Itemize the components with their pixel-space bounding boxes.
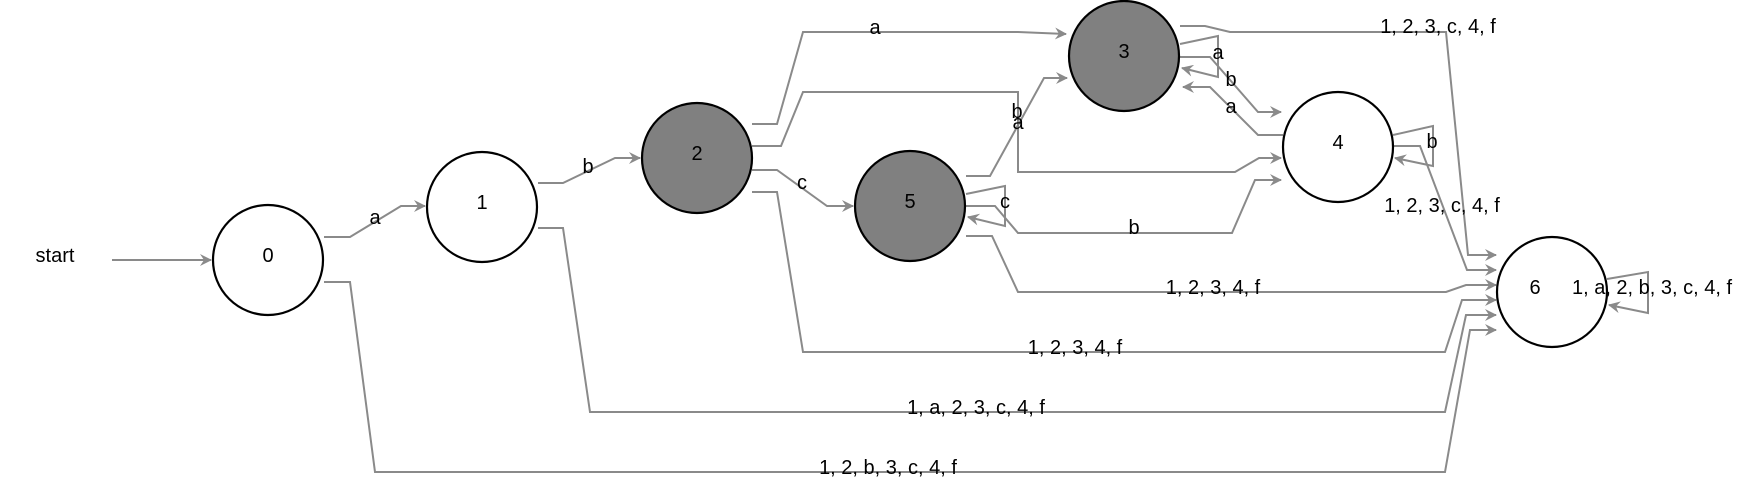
transition-2-to-3 (752, 27, 1067, 125)
state-5[interactable]: 5 (853, 149, 967, 263)
transition-label-3-to-6: 1, 2, 3, c, 4, f (1380, 16, 1496, 38)
state-label: 2 (691, 143, 702, 165)
transition-label-2-to-5: c (797, 172, 807, 194)
transition-label-0-to-6: 1, 2, b, 3, c, 4, f (819, 457, 957, 479)
transition-3-to-6 (1180, 25, 1497, 261)
transition-3-to-3 (1179, 34, 1219, 79)
transition-0-to-1 (324, 200, 426, 238)
state-circle[interactable] (211, 203, 325, 317)
transition-1-to-6 (538, 227, 1497, 413)
state-label: 3 (1118, 41, 1129, 63)
state-circle[interactable] (425, 150, 539, 264)
state-4[interactable]: 4 (1281, 90, 1395, 204)
accepting-state-circle[interactable] (1067, 0, 1181, 113)
transition-label-5-to-4: b (1128, 217, 1139, 239)
state-label: 1 (476, 192, 487, 214)
transition-3-to-4 (1180, 56, 1282, 118)
transition-4-to-6 (1393, 145, 1497, 276)
state-6[interactable]: 6 (1495, 235, 1609, 349)
transition-5-to-4 (966, 174, 1282, 234)
transition-5-to-5 (965, 184, 1006, 228)
transition-label-6-to-6: 1, a, 2, b, 3, c, 4, f (1572, 277, 1733, 299)
transition-5-to-3 (966, 72, 1068, 177)
transition-label-2-to-3: a (869, 17, 881, 39)
state-3[interactable]: 3 (1067, 0, 1181, 113)
state-label: 5 (904, 191, 915, 213)
transition-label-0-to-1: a (369, 207, 381, 229)
transition-1-to-2 (538, 152, 641, 184)
transition-label-4-to-4: b (1426, 131, 1437, 153)
transition-6-to-6 (1606, 270, 1649, 315)
state-label: 0 (262, 245, 273, 267)
state-label: 6 (1529, 277, 1540, 299)
state-2[interactable]: 2 (640, 101, 754, 215)
state-circle[interactable] (1281, 90, 1395, 204)
transition-label-4-to-3: a (1225, 96, 1237, 118)
transition-label-5-to-6: 1, 2, 3, 4, f (1166, 277, 1261, 299)
transition-label-5-to-3: a (1012, 112, 1024, 134)
transition-4-to-3 (1182, 81, 1283, 136)
transition-label-1-to-2: b (582, 156, 593, 178)
transition-label-3-to-3: a (1212, 42, 1224, 64)
transition-label-2-to-4: b (1011, 101, 1022, 123)
transition-label-1-to-6: 1, a, 2, 3, c, 4, f (907, 397, 1045, 419)
transition-label-2-to-6: 1, 2, 3, 4, f (1028, 337, 1123, 359)
transition-5-to-6 (966, 235, 1497, 293)
accepting-state-circle[interactable] (853, 149, 967, 263)
accepting-state-circle[interactable] (640, 101, 754, 215)
transition-label-4-to-6: 1, 2, 3, c, 4, f (1384, 195, 1500, 217)
transition-2-to-5 (752, 169, 854, 212)
state-circle[interactable] (1495, 235, 1609, 349)
state-label: 4 (1332, 132, 1343, 154)
start-label: start (36, 245, 75, 267)
transition-2-to-6 (752, 191, 1497, 353)
transition-2-to-4 (752, 91, 1282, 173)
transition-4-to-4 (1392, 124, 1434, 168)
state-0[interactable]: 0 (211, 203, 325, 317)
transition-0-to-6 (324, 281, 1497, 473)
transition-label-3-to-4: b (1225, 69, 1236, 91)
transition-label-5-to-5: c (1000, 191, 1010, 213)
state-1[interactable]: 1 (425, 150, 539, 264)
